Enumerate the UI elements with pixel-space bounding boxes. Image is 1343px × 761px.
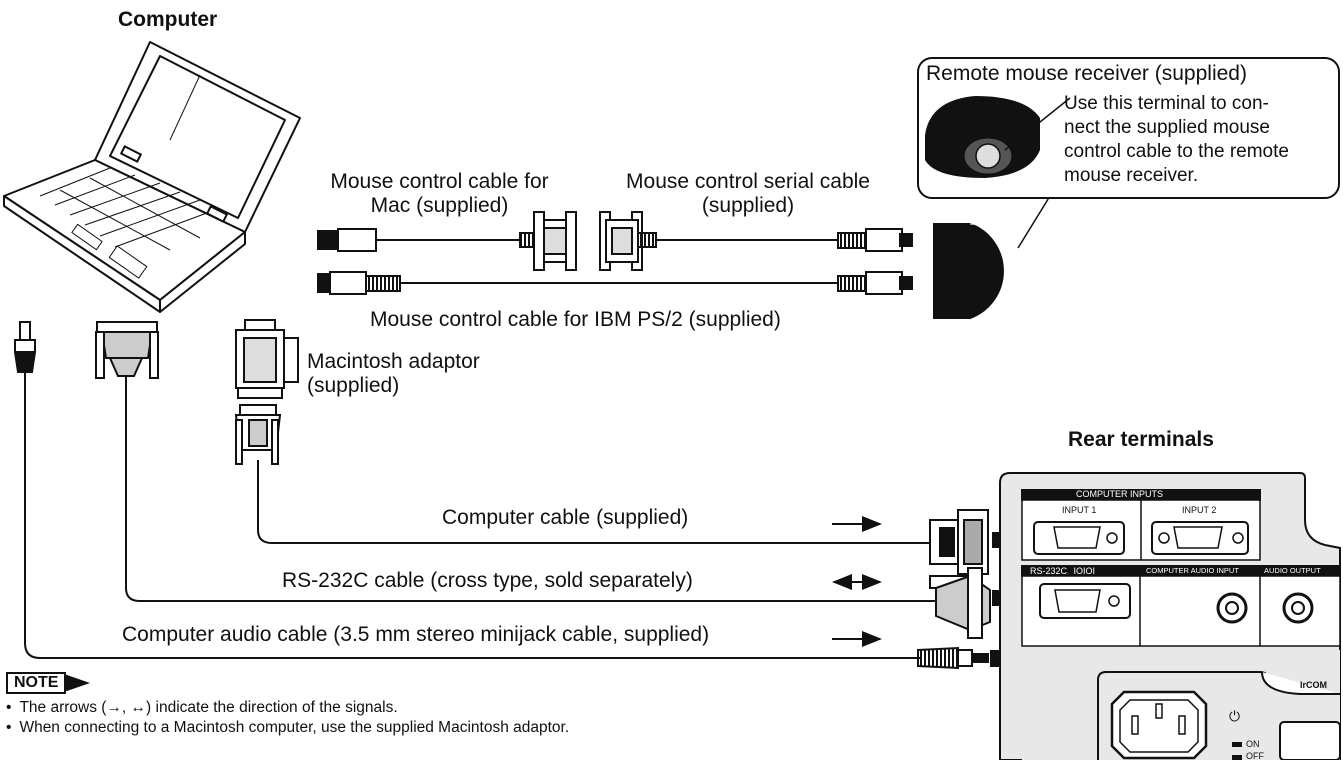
vga-plug-icon (929, 509, 989, 575)
laptop-icon (3, 41, 301, 313)
callout-line1: Use this terminal to con- (1064, 93, 1269, 114)
rs232c-cable-label: RS-232C cable (cross type, sold separate… (282, 569, 693, 592)
mac-adaptor-label-line1: Macintosh adaptor (307, 350, 480, 373)
rs232c-symbol: IOIOI (1073, 566, 1096, 576)
serial-connector-icon (519, 211, 657, 271)
mouse-serial-cable-label: Mouse control serial cable (supplied) (606, 170, 890, 218)
rs232c-connector-icon (95, 321, 159, 379)
note-arrow-icon (64, 674, 91, 692)
callout-line2: nect the supplied mouse (1064, 117, 1270, 138)
ps2-plug-icon (317, 271, 401, 295)
power-symbol-icon: ⏻ (1229, 708, 1241, 724)
input1-label: INPUT 1 (1062, 505, 1097, 515)
note-item: When connecting to a Macintosh computer,… (6, 718, 569, 738)
mouse-serial-cable-label-line2: (supplied) (701, 194, 795, 217)
note-list: The arrows (→, ↔) indicate the direction… (6, 698, 569, 738)
rs232c-panel-label: RS-232C IOIOI (1030, 566, 1095, 576)
note-item: The arrows (→, ↔) indicate the direction… (6, 698, 569, 718)
audio-output-label: AUDIO OUTPUT (1264, 566, 1321, 575)
receiver-plug-icon (837, 228, 913, 295)
callout-line3: control cable to the remote (1064, 141, 1289, 162)
mac-adaptor-label: Macintosh adaptor (supplied) (307, 350, 480, 398)
computer-cable-label: Computer cable (supplied) (442, 506, 689, 529)
callout-body: Use this terminal to con- nect the suppl… (1064, 92, 1289, 188)
rs232c-plug-icon (929, 567, 991, 639)
callout-line4: mouse receiver. (1064, 165, 1199, 186)
computer-inputs-label: COMPUTER INPUTS (1076, 489, 1164, 499)
mac-mouse-plug-icon (317, 228, 377, 252)
mouse-serial-cable-label-line1: Mouse control serial cable (626, 170, 870, 193)
input2-label: INPUT 2 (1182, 505, 1217, 515)
audio-jack-plug-icon (917, 646, 989, 670)
note-badge: NOTE (6, 672, 91, 694)
computer-label: Computer (118, 8, 218, 31)
audio-input-label: COMPUTER AUDIO INPUT (1146, 566, 1239, 575)
mac-adaptor-label-line2: (supplied) (307, 374, 400, 397)
mac-adaptor-icon (234, 319, 299, 465)
remote-mouse-receiver-icon (933, 223, 1019, 319)
audio-cable-label: Computer audio cable (3.5 mm stereo mini… (122, 623, 710, 646)
off-label: OFF (1246, 751, 1264, 761)
rs232c-panel-text: RS-232C (1030, 566, 1068, 576)
mouse-mac-cable-label: Mouse control cable for Mac (supplied) (312, 170, 567, 218)
mouse-ibm-cable-label: Mouse control cable for IBM PS/2 (suppli… (370, 308, 781, 331)
rear-panel (999, 472, 1341, 760)
rear-terminals-label: Rear terminals (1068, 428, 1214, 451)
audio-plug-icon (13, 321, 37, 373)
on-label: ON (1246, 739, 1260, 749)
mouse-mac-cable-label-line2: Mac (supplied) (370, 194, 509, 217)
ircom-label: IrCOM (1300, 680, 1327, 690)
receiver-callout (917, 57, 1340, 199)
cable-lines (24, 239, 935, 659)
callout-title: Remote mouse receiver (supplied) (926, 62, 1247, 85)
mouse-mac-cable-label-line1: Mouse control cable for (330, 170, 549, 193)
note-badge-text: NOTE (6, 672, 67, 694)
